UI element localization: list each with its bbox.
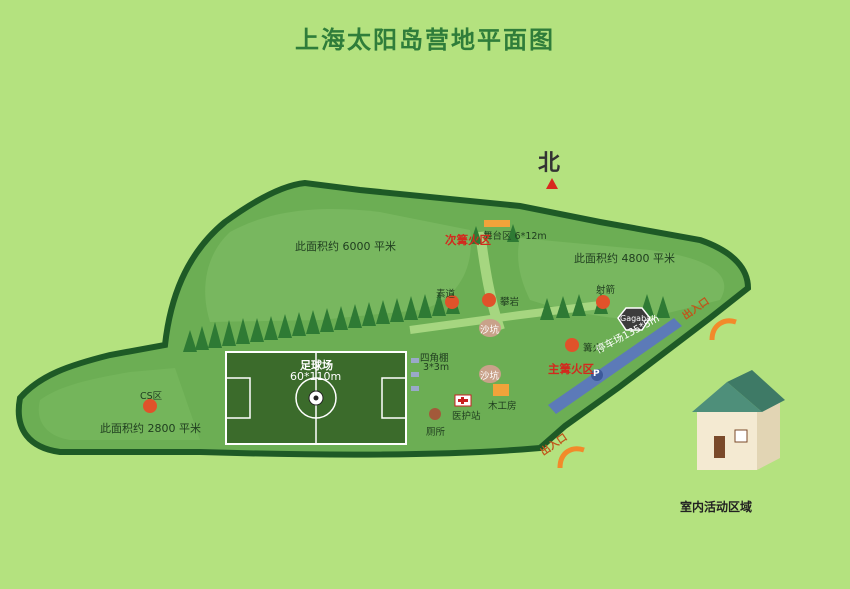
secondary-fire-label: 次篝火区 xyxy=(445,233,491,247)
gazebo-size-label: 3*3m xyxy=(423,362,450,373)
sandpit-label-2: 沙坑 xyxy=(480,371,500,382)
medical-cross-h xyxy=(458,399,468,402)
rock-label: 攀岩 xyxy=(500,297,520,308)
cs-icon xyxy=(143,399,157,413)
campfire-icon xyxy=(565,338,579,352)
sandpit-blob-2 xyxy=(479,365,501,383)
stage-label: 舞台区 6*12m xyxy=(483,231,547,242)
main-fire-label: 主篝火区 xyxy=(548,362,594,376)
football-label: 足球场 xyxy=(300,359,333,372)
stage xyxy=(484,220,510,227)
indoor-house xyxy=(692,370,785,470)
sandpit-blob xyxy=(479,319,501,337)
campfire-label: 篝火 xyxy=(583,343,603,354)
area-label-northwest: 此面积约 6000 平米 xyxy=(295,240,396,253)
carpentry-label: 木工房 xyxy=(488,401,517,412)
area-label-west: 此面积约 2800 平米 xyxy=(100,422,201,435)
parking-strip xyxy=(548,318,682,414)
indoor-activity-label: 室内活动区域 xyxy=(680,500,753,514)
area-label-east: 此面积约 4800 平米 xyxy=(574,252,675,265)
path-central xyxy=(409,301,601,334)
gagaball-label: Gagaball xyxy=(620,314,656,323)
exit-arrow-south xyxy=(557,446,585,469)
trail-icon xyxy=(445,295,459,309)
rock-climbing-icon xyxy=(482,293,496,307)
parking-letter: P xyxy=(593,369,600,379)
lawn-patch-east xyxy=(518,238,725,320)
medical-label: 医护站 xyxy=(452,411,481,422)
sandpit-label: 沙坑 xyxy=(480,325,500,336)
north-label: 北 xyxy=(538,151,561,176)
gagaball-pit xyxy=(617,307,651,331)
toilet-label: 厕所 xyxy=(426,427,446,438)
archery-label: 射箭 xyxy=(596,285,616,296)
trail-label: 素道 xyxy=(436,289,456,300)
lawn-patch-northwest xyxy=(205,209,471,322)
archery-icon xyxy=(596,295,610,309)
cs-label: CS区 xyxy=(140,391,163,402)
football-field xyxy=(225,351,407,445)
football-size-label: 60*110m xyxy=(290,370,342,383)
lawn-patch-west xyxy=(38,368,200,440)
gazebo-label: 四角棚 xyxy=(420,353,449,364)
exit-arrow-east xyxy=(709,318,737,341)
parking-icon xyxy=(591,369,603,381)
gazebo-icons xyxy=(411,358,419,391)
carpentry-icon xyxy=(493,384,509,396)
page-title: 上海太阳岛营地平面图 xyxy=(295,26,555,54)
toilet-icon xyxy=(429,408,441,420)
north-arrow-icon xyxy=(546,178,558,189)
